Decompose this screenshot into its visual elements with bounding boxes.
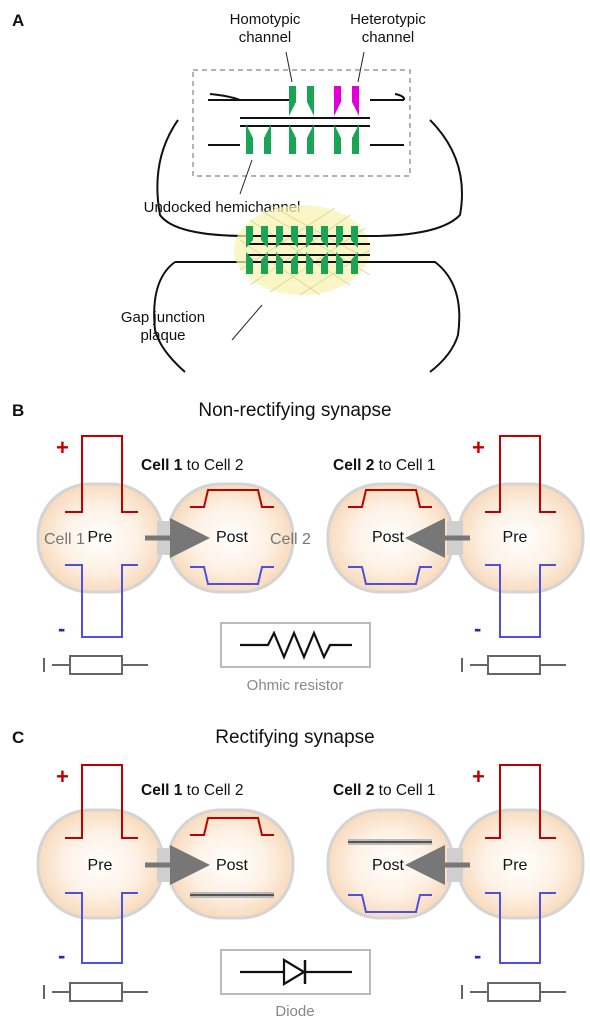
c-left-post-label: Post: [216, 857, 249, 874]
b-right-post-depol-trace: [348, 489, 432, 508]
undocked-label: Undocked hemichannel: [144, 199, 301, 216]
c-left-direction: Cell 1 to Cell 2: [141, 782, 244, 799]
c-left-pre-depol-trace: [65, 764, 138, 839]
c-right-pre-label: Pre: [503, 857, 528, 874]
c-right-resistor-glyph: [461, 982, 566, 1002]
panel-b: B Non-rectifying synapse Cell 1 to Cell …: [12, 400, 585, 694]
b-left-post-label: Post: [216, 529, 249, 546]
lower-cell-left-outline: [153, 261, 186, 373]
upper-cell-left-outline: [156, 119, 249, 237]
heterotypic-label-line1: Heterotypic: [350, 11, 426, 28]
resistor-symbol: [240, 630, 352, 660]
plaque-lattice: [239, 204, 371, 296]
c-left-pre-hyperpol-trace: [65, 892, 138, 964]
b-right-direction: Cell 2 to Cell 1: [333, 457, 436, 474]
b-right-pre-hyperpol-trace: [485, 564, 556, 638]
inset-membrane-curves: [209, 93, 406, 101]
c-left-resistor-glyph: [43, 982, 148, 1002]
b-left-pre-hyperpol-trace: [65, 564, 138, 638]
b-right-resistor-glyph: [461, 655, 566, 675]
panel-c: C Rectifying synapse Cell 1 to Cell 2 Ce…: [12, 727, 585, 1020]
b-left-post-hyperpol-trace: [190, 566, 274, 585]
b-left-pre-depol-trace: [65, 435, 138, 513]
undocked-pointer: [239, 159, 253, 195]
plaque-label-line2: plaque: [140, 327, 185, 344]
panel-a: A Homotypic channel Heterotypic channel: [12, 11, 463, 373]
b-right-minus: -: [474, 616, 481, 641]
homotypic-label-line2: channel: [239, 29, 292, 46]
lower-cell-right-outline: [370, 261, 461, 373]
homotypic-channel: [289, 86, 314, 154]
b-right-plus: +: [472, 435, 485, 460]
b-cell1-label: Cell 1: [44, 531, 85, 548]
b-left-direction: Cell 1 to Cell 2: [141, 457, 244, 474]
plaque-label-line1: Gap junction: [121, 309, 205, 326]
c-left-post-depol-trace: [190, 817, 274, 836]
inset-gap-membranes: [240, 117, 370, 127]
c-right-minus: -: [474, 943, 481, 968]
heterotypic-label-line2: channel: [362, 29, 415, 46]
homotypic-label-line1: Homotypic: [230, 11, 301, 28]
b-right-post-label: Post: [372, 529, 405, 546]
b-left-post-depol-trace: [190, 489, 274, 508]
b-right-post-hyperpol-trace: [348, 566, 432, 585]
c-right-pre-depol-trace: [485, 764, 556, 839]
b-left-pre-label: Pre: [88, 529, 113, 546]
undocked-hemichannel: [246, 124, 271, 154]
panel-a-letter: A: [12, 11, 24, 30]
homotypic-pointer: [285, 51, 293, 83]
b-right-pre-depol-trace: [485, 435, 556, 513]
c-left-plus: +: [56, 764, 69, 789]
c-right-pre-hyperpol-trace: [485, 892, 556, 964]
c-right-post-label: Post: [372, 857, 405, 874]
upper-cell-right-outline: [369, 119, 463, 237]
panel-b-letter: B: [12, 401, 24, 420]
b-cell2-label: Cell 2: [270, 531, 311, 548]
heterotypic-channel: [334, 86, 359, 154]
inset-box: [192, 69, 411, 177]
b-device-caption: Ohmic resistor: [247, 677, 344, 694]
diode-symbol: [240, 958, 352, 986]
c-right-plus: +: [472, 764, 485, 789]
b-left-minus: -: [58, 616, 65, 641]
c-left-pre-label: Pre: [88, 857, 113, 874]
homotypic-channel-lower: [314, 118, 318, 124]
plaque-channels: [246, 226, 358, 274]
heterotypic-pointer: [357, 51, 365, 83]
b-left-resistor-glyph: [43, 655, 148, 675]
plaque-pointer: [231, 304, 263, 341]
c-left-minus: -: [58, 943, 65, 968]
c-device-caption: Diode: [275, 1003, 314, 1020]
panel-c-letter: C: [12, 728, 24, 747]
panel-b-title: Non-rectifying synapse: [198, 400, 391, 421]
b-right-pre-label: Pre: [503, 529, 528, 546]
c-right-direction: Cell 2 to Cell 1: [333, 782, 436, 799]
b-left-plus: +: [56, 435, 69, 460]
panel-c-title: Rectifying synapse: [215, 727, 374, 748]
c-right-post-hyperpol-trace: [348, 894, 432, 913]
